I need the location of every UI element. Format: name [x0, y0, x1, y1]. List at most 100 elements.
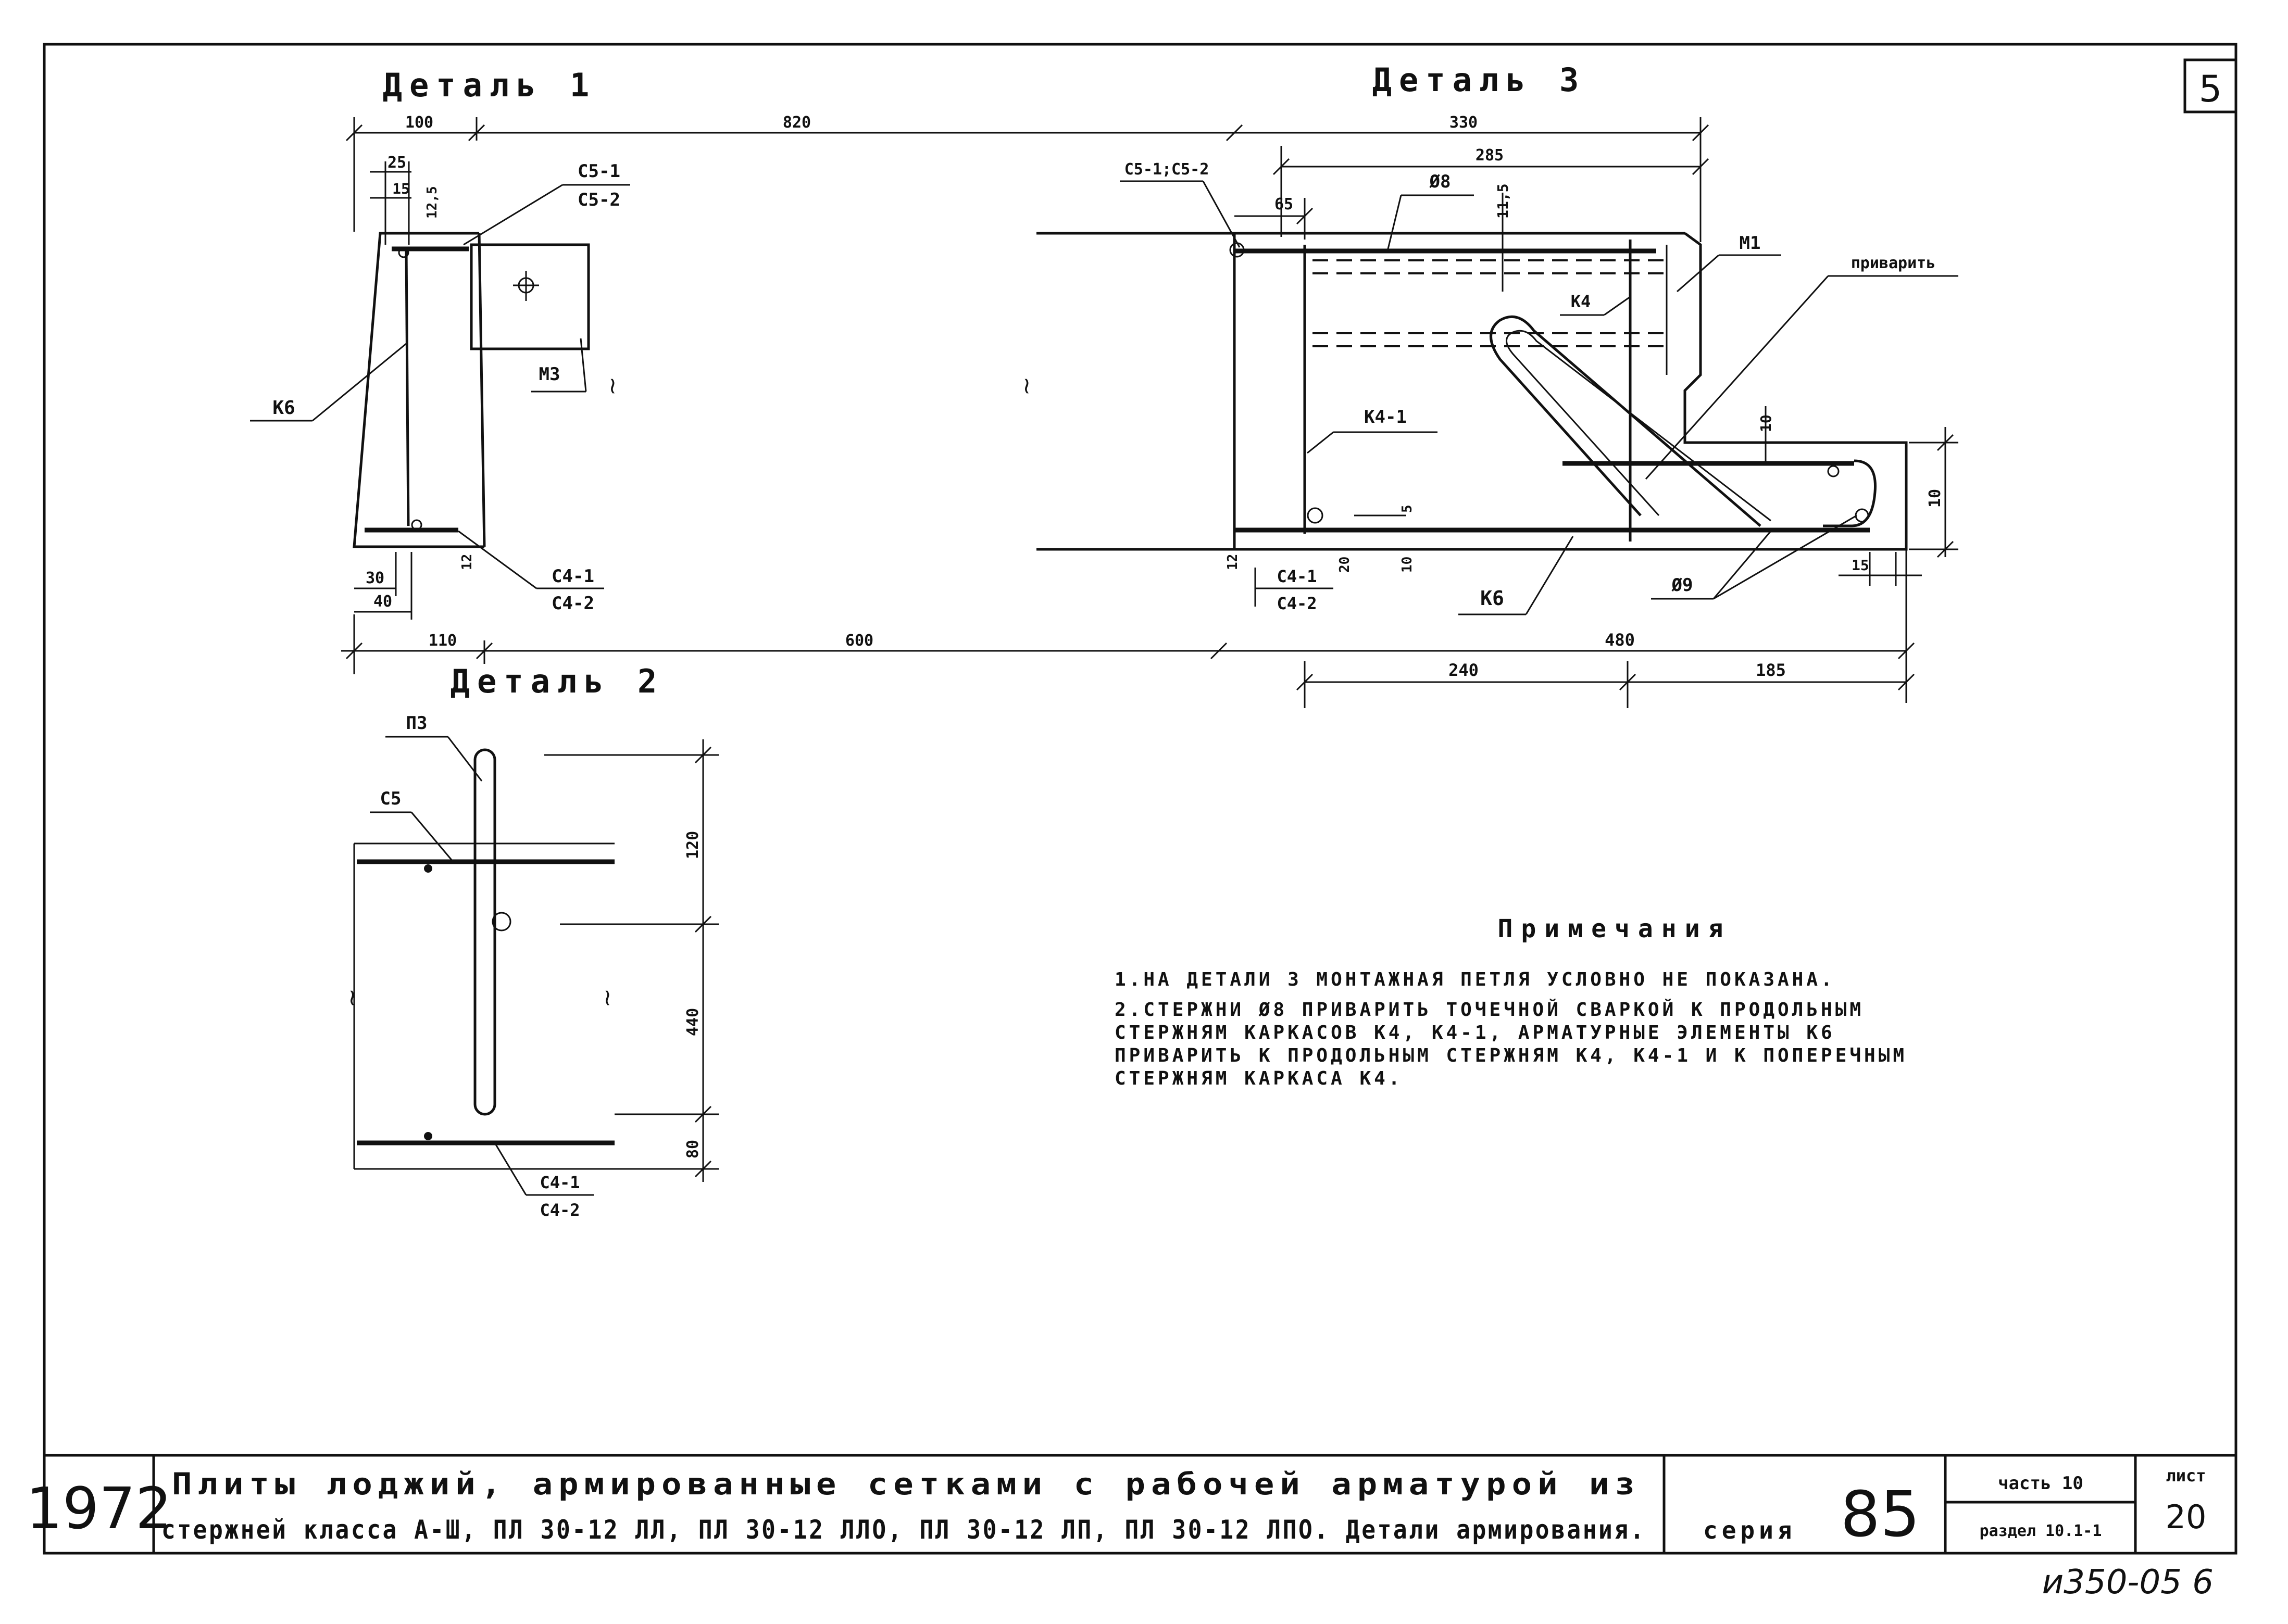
dim-label: 240 [1448, 660, 1479, 680]
bar-section [1307, 507, 1323, 524]
label-m1: М1 [1740, 233, 1761, 254]
dim-label: 15 [1852, 557, 1869, 574]
dim-label: 600 [845, 632, 873, 650]
inclined-loop [1490, 315, 1761, 527]
label-c4-1: С4-1 [540, 1173, 580, 1192]
leader-c4 [494, 1142, 527, 1195]
detail-3: Деталь 3 330 285 65 11,5 ~ [1013, 61, 1958, 708]
bar-section [1827, 465, 1840, 477]
sheet-value: 20 [2166, 1498, 2207, 1536]
label-k6: К6 [1480, 587, 1504, 610]
leader-k6 [312, 343, 407, 422]
detail-1: Деталь 1 100 820 25 15 12,5 ~ [250, 66, 1243, 674]
label-weld: приварить [1851, 254, 1936, 272]
leader-k4-1 [1307, 431, 1334, 454]
leader-c5 [1202, 181, 1241, 248]
title-line-1: Плиты лоджий, армированные сетками с раб… [172, 1466, 1641, 1502]
break-mark: ~ [339, 988, 365, 1008]
leader-m3 [580, 338, 587, 392]
break-mark: ~ [594, 988, 620, 1008]
dim-tick [1936, 540, 1954, 558]
section-label: раздел 10.1-1 [1980, 1522, 2102, 1540]
label-c4-1: С4-1 [552, 566, 594, 587]
dim-label: 5 [1399, 505, 1415, 513]
dim-label: 12,5 [424, 186, 440, 219]
rebar-k6 [405, 249, 410, 526]
year: 1972 [26, 1475, 172, 1542]
notes-body: 1.На детали 3 монтажная петля условно не… [1115, 969, 1908, 1089]
series-number: 85 [1841, 1479, 1920, 1551]
leader-d9 [1713, 514, 1857, 600]
note-item-2: 2.Стержни Ø8 приварить точечной сваркой … [1115, 999, 1908, 1089]
leader-p3 [447, 736, 483, 782]
label-c5: С5-1;С5-2 [1124, 160, 1209, 179]
dim-label: 10 [1926, 489, 1944, 508]
detail-1-title: Деталь 1 [383, 66, 597, 104]
title-block: 1972 Плиты лоджий, армированные сетками … [26, 1454, 2236, 1553]
part-label: часть 10 [1998, 1473, 2083, 1494]
label-c5-1: С5-1 [578, 161, 620, 182]
dim-label: 285 [1476, 146, 1504, 165]
dim-label: 110 [429, 632, 457, 650]
dim-tick [1936, 434, 1954, 451]
label-c5-2: С5-2 [578, 190, 620, 210]
detail-1-slab-edge [478, 233, 486, 547]
bar-section [424, 864, 432, 873]
label-c4-1: С4-1 [1277, 566, 1317, 586]
dim-label: 10 [1399, 557, 1415, 573]
title-line-2: стержней класса А-Ш, ПЛ 30-12 ЛЛ, ПЛ 30-… [161, 1515, 1646, 1545]
sheet-label: лист [2166, 1466, 2206, 1485]
label-k4-1: К4-1 [1364, 407, 1407, 427]
rod-p3 [473, 748, 496, 1116]
dim-label: 25 [387, 154, 406, 172]
detail-2-title: Деталь 2 [451, 662, 665, 700]
detail-3-slab-outline [1036, 232, 1908, 551]
archive-stamp: и350-05 6 [2042, 1563, 2214, 1602]
rebar-d9-hook [1823, 459, 1877, 527]
label-d9: Ø9 [1671, 575, 1693, 596]
label-d8: Ø8 [1429, 171, 1451, 192]
sheet-number-box [2183, 58, 2237, 114]
dim-label: 30 [366, 569, 384, 587]
dim-label: 40 [373, 593, 392, 611]
leader-d9 [1712, 531, 1772, 599]
leader-d8 [1387, 195, 1402, 249]
dim-tick [694, 746, 712, 764]
bar-section [411, 519, 422, 531]
dim-label: 100 [405, 114, 433, 132]
label-k4: К4 [1571, 292, 1591, 311]
dim-label: 12 [1225, 554, 1241, 570]
leader-c5 [463, 184, 563, 246]
label-k6: К6 [272, 397, 295, 419]
dim-label: 120 [684, 831, 702, 859]
dim-label: 185 [1756, 660, 1786, 680]
sheet-number: 5 [2199, 68, 2222, 110]
dim-tick [694, 1105, 712, 1123]
dim-label: 480 [1605, 630, 1635, 650]
dim-label: 20 [1337, 557, 1353, 573]
bar-section [398, 247, 409, 258]
notes-title: Примечания [1498, 914, 1732, 943]
series-label: серия [1703, 1516, 1796, 1544]
inclined-loop-inner [1506, 330, 1771, 522]
dim-tick [694, 915, 712, 933]
label-p3: П3 [406, 713, 428, 734]
dim-label: 330 [1449, 114, 1478, 132]
dim-label: 15 [392, 180, 410, 197]
leader-m1 [1677, 254, 1719, 293]
label-c4-2: С4-2 [540, 1200, 580, 1220]
label-c5: С5 [380, 788, 402, 809]
label-c4-2: С4-2 [1277, 594, 1317, 613]
detail-2: Деталь 2 ~ ~ П3 С5 С4-1 С4-2 120 44 [339, 662, 719, 1220]
notes: Примечания 1.На детали 3 монтажная петля… [1115, 914, 1908, 1089]
plate-m3 [470, 243, 590, 350]
sheet-frame [43, 43, 2237, 1555]
break-mark: ~ [1013, 376, 1040, 396]
dim-tick [694, 1160, 712, 1178]
dim-tick [1897, 673, 1915, 691]
leader-c5 [410, 812, 454, 862]
dim-label: 80 [684, 1140, 702, 1159]
leader-c4 [458, 530, 537, 589]
bar-section [1855, 508, 1869, 523]
leader-k6 [1525, 536, 1574, 615]
